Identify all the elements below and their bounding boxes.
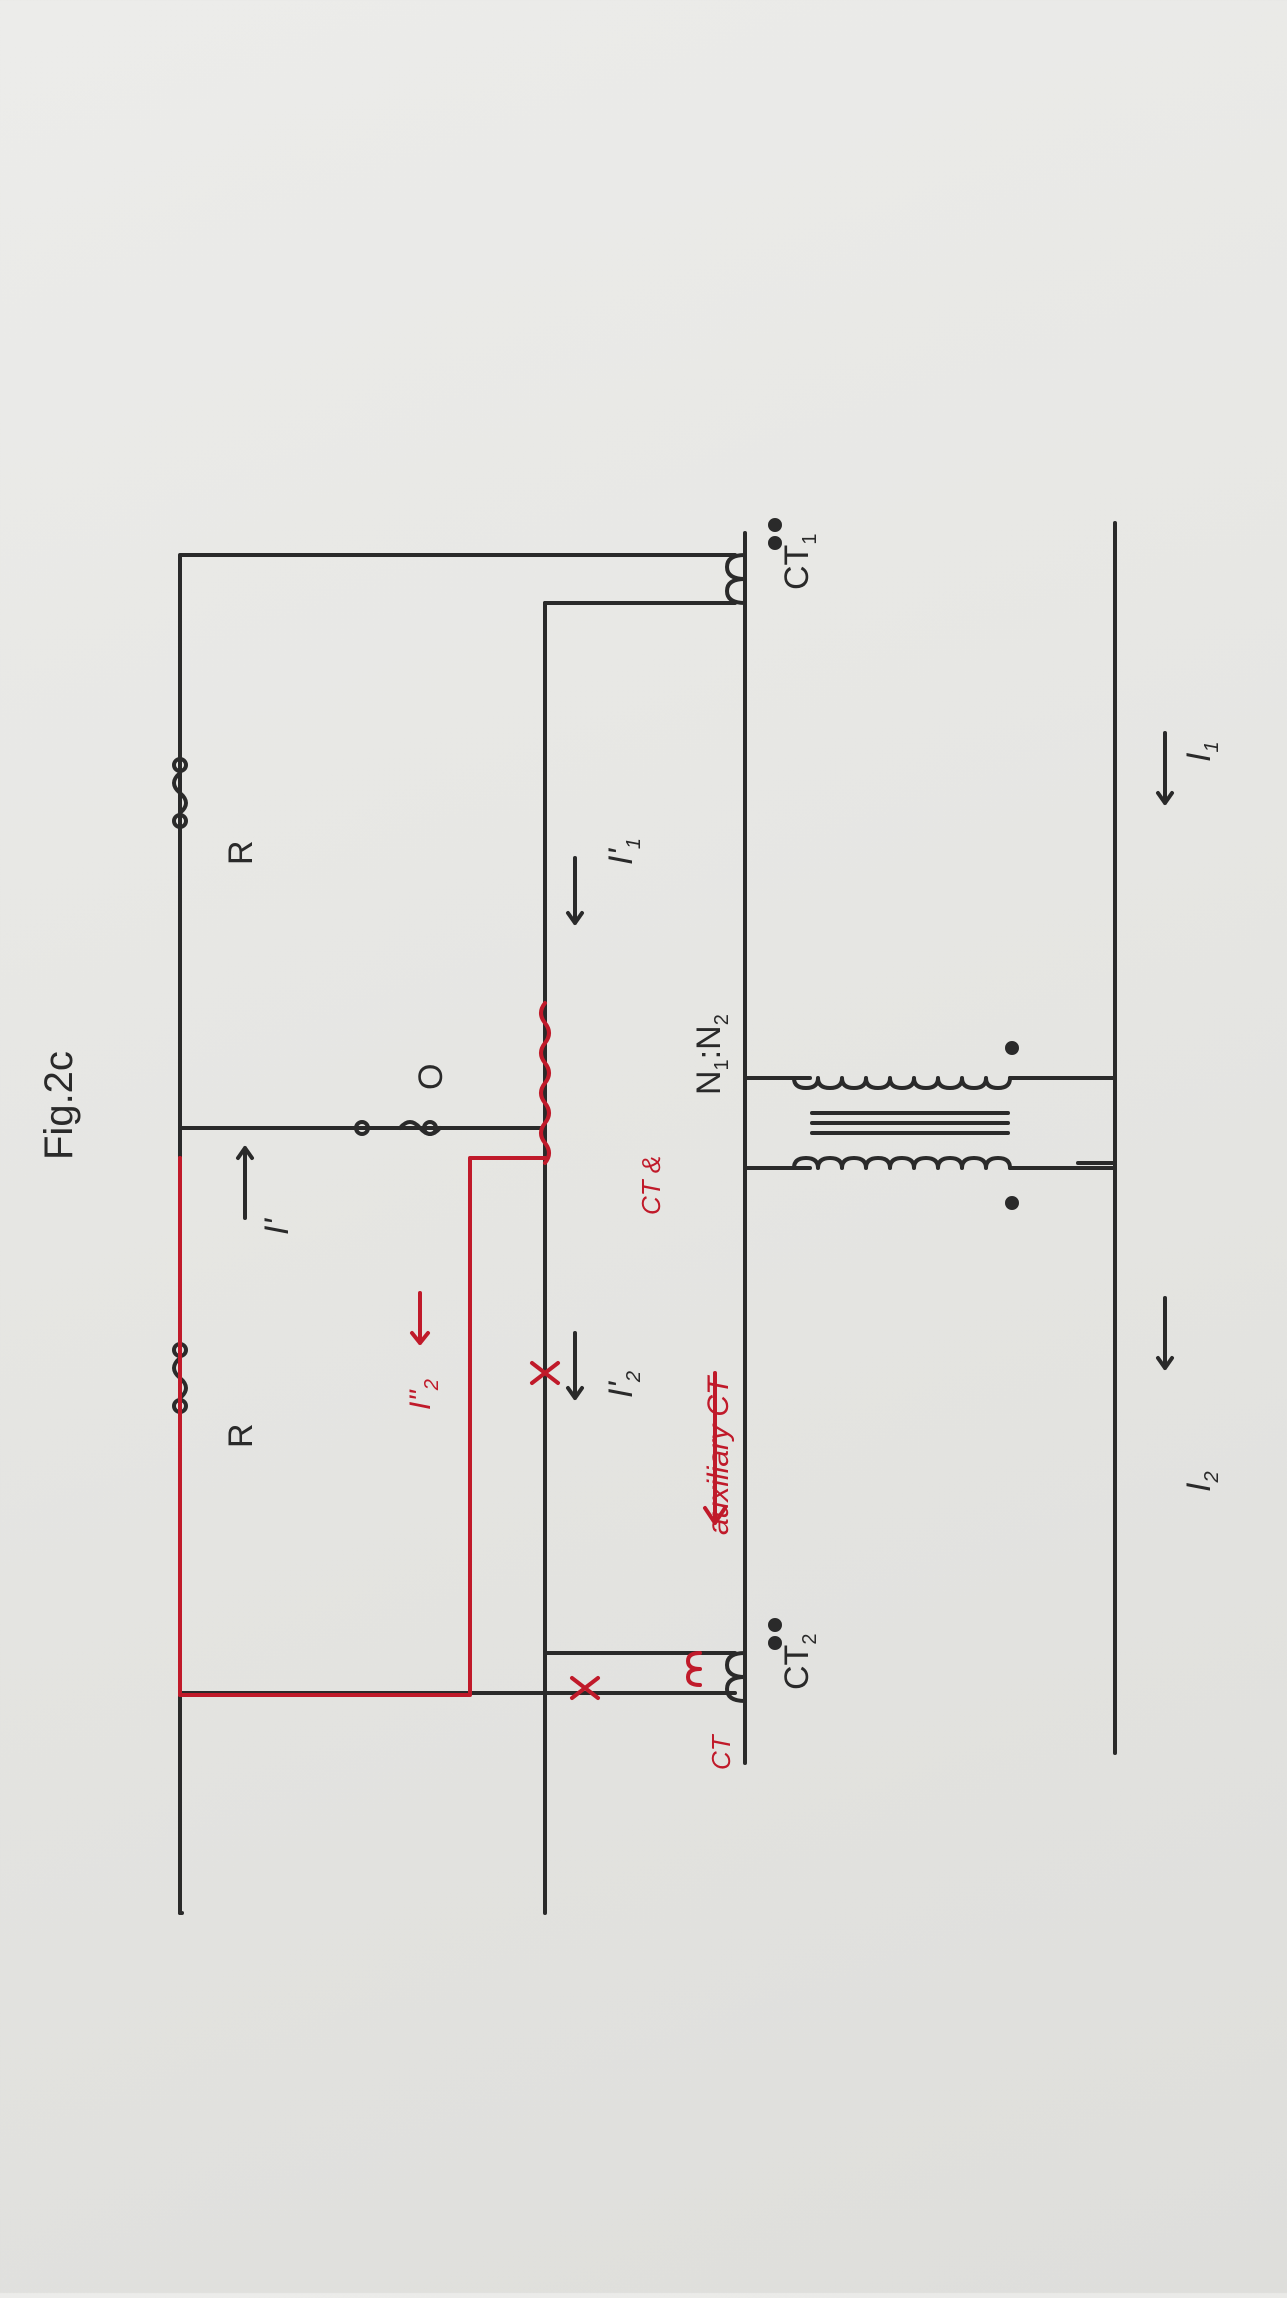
polarity-dot-ct1-a — [768, 518, 782, 532]
arrow-i1 — [1156, 731, 1174, 805]
annotation-auxiliary-ct: auxiliary CT — [702, 1374, 735, 1535]
polarity-dot-transformer-1 — [1005, 1041, 1019, 1055]
polarity-dot-ct1-b — [768, 536, 782, 550]
label-relay-left: R — [222, 840, 260, 865]
label-i1-prime: I'1 — [602, 838, 645, 865]
ct1-coil — [725, 553, 747, 605]
ct2-secondary-inner — [543, 601, 737, 1655]
operating-coil-terminal-2 — [354, 1120, 370, 1136]
red-wavy-segment — [539, 1001, 551, 1165]
polarity-dot-ct2-a — [768, 1618, 782, 1632]
label-i1: I1 — [1180, 741, 1223, 762]
figure-caption: Fig.2c — [37, 1051, 81, 1160]
label-ct2: CT2 — [778, 1634, 821, 1690]
red-arrow-aux-ct — [703, 1371, 727, 1525]
ct2-secondary-outer — [178, 1691, 737, 1915]
arrow-i2-prime — [566, 1331, 584, 1400]
red-cross-2 — [570, 1676, 600, 1700]
label-ratio: N1:N2 — [690, 1014, 733, 1095]
red-cross-1 — [530, 1361, 560, 1385]
arrow-i1-prime — [566, 856, 584, 925]
red-aux-ct-coil — [686, 1651, 702, 1687]
label-i2: I2 — [1180, 1471, 1223, 1492]
label-i-prime: I' — [258, 1218, 296, 1235]
label-i2-prime: I'2 — [602, 1371, 645, 1398]
arrow-i2 — [1156, 1296, 1174, 1370]
label-relay-right: R — [222, 1423, 260, 1448]
annotation-ct-and: CT & — [636, 1156, 666, 1215]
relay-left-terminal-2 — [172, 813, 188, 829]
operating-coil-terminal-1 — [422, 1120, 438, 1136]
ct1-secondary-inner — [543, 601, 737, 1915]
polarity-dot-transformer-2 — [1005, 1196, 1019, 1210]
annotation-ct: CT — [706, 1733, 736, 1770]
red-arrow-i2-double-prime — [410, 1291, 430, 1345]
label-ct1: CT1 — [778, 534, 821, 590]
annotation-i2-double-prime: I''2 — [404, 1379, 443, 1410]
transformer-winding-left — [792, 1076, 1012, 1090]
polarity-dot-ct2-b — [768, 1636, 782, 1650]
label-operating-coil: O — [412, 1064, 450, 1090]
relay-left-terminal-1 — [172, 757, 188, 773]
arrow-i-prime — [236, 1146, 254, 1220]
relay-left-coil — [172, 771, 188, 815]
transformer-winding-right — [792, 1156, 1012, 1170]
